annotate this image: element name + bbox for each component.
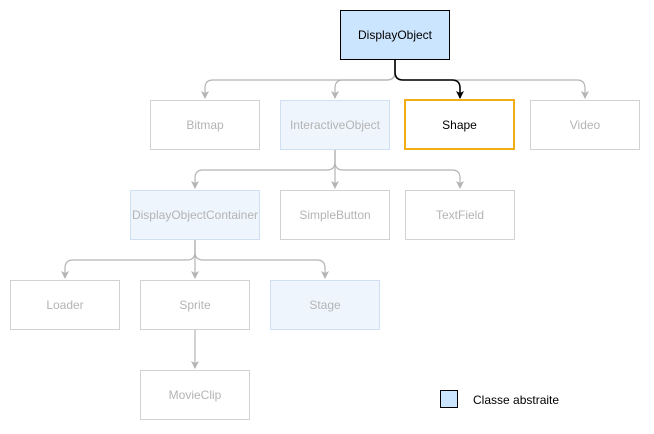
node-textfield[interactable]: TextField	[405, 190, 515, 240]
legend-swatch	[440, 390, 458, 408]
node-movieclip[interactable]: MovieClip	[140, 370, 250, 420]
node-bitmap[interactable]: Bitmap	[150, 100, 260, 150]
node-displayobjectcontainer[interactable]: DisplayObjectContainer	[130, 190, 260, 240]
edge-displayobjectcontainer-stage	[194, 240, 329, 279]
node-stage[interactable]: Stage	[270, 280, 380, 330]
edge-displayobject-shape	[394, 60, 464, 99]
edge-displayobject-bitmap	[201, 60, 396, 99]
node-simplebutton[interactable]: SimpleButton	[280, 190, 390, 240]
edge-displayobject-video	[394, 60, 589, 99]
edge-displayobject-interactiveobject	[331, 60, 396, 99]
node-shape[interactable]: Shape	[404, 99, 515, 150]
edge-displayobjectcontainer-loader	[61, 240, 196, 279]
node-video[interactable]: Video	[530, 100, 640, 150]
node-displayobject[interactable]: DisplayObject	[340, 10, 450, 60]
node-interactiveobject[interactable]: InteractiveObject	[280, 100, 390, 150]
edge-interactiveobject-displayobjectcontainer	[191, 150, 336, 189]
edge-interactiveobject-textfield	[334, 150, 464, 189]
legend-label: Classe abstraite	[473, 393, 560, 407]
node-loader[interactable]: Loader	[10, 280, 120, 330]
node-sprite[interactable]: Sprite	[140, 280, 250, 330]
